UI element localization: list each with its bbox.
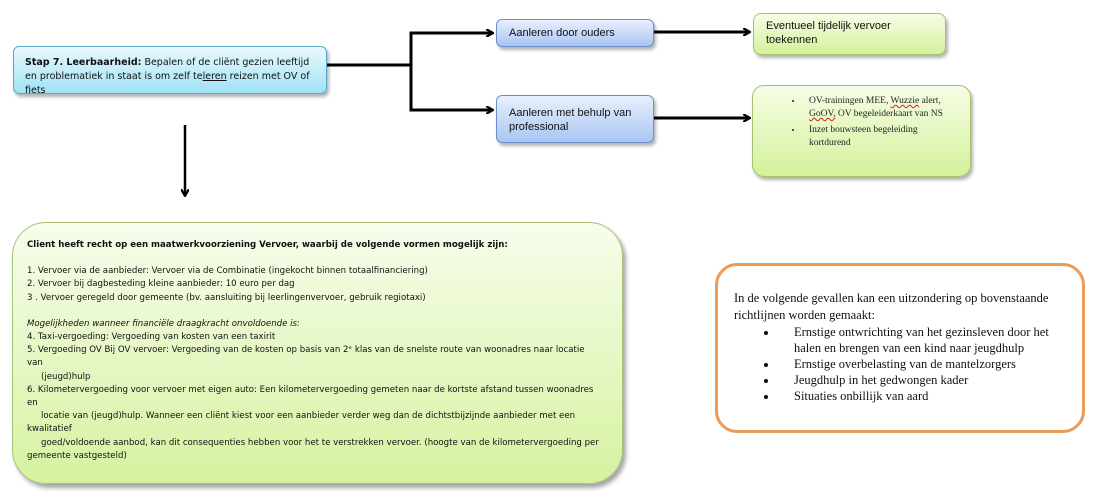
maatwerk-line: gemeente vastgesteld) — [27, 450, 127, 461]
maatwerk-line: 6. Kilometervergoeding voor vervoer met … — [27, 384, 594, 395]
maatwerk-title: Client heeft recht op een maatwerkvoorzi… — [27, 240, 508, 250]
maatwerk-line: goed/voldoende aanbod, kan dit consequen… — [41, 437, 599, 448]
outcome-ouders-text: Eventueel tijdelijk vervoer toekennen — [766, 20, 891, 46]
maatwerk-item: 1. Vervoer via de aanbieder: Vervoer via… — [27, 266, 428, 277]
maatwerk-line: 5. Vergoeding OV Bij OV vervoer: Vergoed… — [27, 345, 585, 356]
maatwerk-line: van — [27, 358, 43, 369]
step7-text-before: Bepalen of de cliënt gezien leeftijd en … — [25, 57, 310, 82]
uitzondering-list: Ernstige ontwrichting van het gezinsleve… — [734, 324, 1066, 404]
branch-ouders-label: Aanleren door ouders — [509, 27, 615, 39]
step7-label: Stap 7. Leerbaarheid: — [25, 57, 142, 68]
item-text: Inzet bouwsteen begeleiding kortdurend — [809, 125, 918, 148]
step7-text-after: reizen met OV of fiets — [25, 71, 310, 96]
spellcheck-word: GoOV, — [809, 109, 836, 119]
uitzondering-intro: In de volgende gevallen kan een uitzonde… — [734, 291, 1049, 322]
item-text: OV begeleiderkaart van NS — [835, 109, 943, 119]
uitzondering-item: Situaties onbillijk van aard — [778, 388, 1066, 404]
uitzondering-item: Ernstige overbelasting van de mantelzorg… — [778, 356, 1066, 372]
item-text: alert, — [919, 96, 941, 106]
outcome-professional: OV-trainingen MEE, Wuzzie alert, GoOV, O… — [752, 85, 971, 177]
outcome-professional-list: OV-trainingen MEE, Wuzzie alert, GoOV, O… — [783, 95, 960, 150]
outcome-professional-item: OV-trainingen MEE, Wuzzie alert, GoOV, O… — [803, 95, 960, 121]
step7-box: Stap 7. Leerbaarheid: Bepalen of de clië… — [13, 46, 327, 96]
maatwerk-box: Client heeft recht op een maatwerkvoorzi… — [12, 222, 623, 484]
item-text: OV-trainingen MEE, — [809, 96, 891, 106]
maatwerk-item: 2. Vervoer bij dagbesteding kleine aanbi… — [27, 279, 295, 290]
spellcheck-word: Wuzzie — [890, 96, 920, 106]
outcome-professional-item: Inzet bouwsteen begeleiding kortdurend — [803, 124, 960, 150]
maatwerk-line: kwalitatief — [27, 424, 72, 435]
maatwerk-line: (jeugd)hulp — [41, 371, 91, 382]
connector-to-ouders — [409, 33, 492, 65]
maatwerk-line: en — [27, 398, 38, 409]
maatwerk-item: 3 . Vervoer geregeld door gemeente (bv. … — [27, 292, 426, 303]
uitzondering-item: Jeugdhulp in het gedwongen kader — [778, 372, 1066, 388]
step7-underlined: leren — [202, 71, 227, 82]
uitzondering-item: Ernstige ontwrichting van het gezinsleve… — [778, 324, 1066, 356]
uitzondering-box: In de volgende gevallen kan een uitzonde… — [715, 263, 1085, 433]
maatwerk-line: 4. Taxi-vergoeding: Vergoeding van koste… — [27, 332, 276, 343]
branch-professional: Aanleren met behulp van professional — [496, 95, 654, 143]
branch-professional-label: Aanleren met behulp van professional — [509, 107, 632, 133]
outcome-ouders: Eventueel tijdelijk vervoer toekennen — [753, 13, 946, 55]
branch-ouders: Aanleren door ouders — [496, 19, 654, 47]
connector-to-professional — [409, 65, 492, 110]
maatwerk-subheading: Mogelijkheden wanneer financiële draagkr… — [27, 318, 300, 329]
maatwerk-line: locatie van (jeugd)hulp. Wanneer een cli… — [41, 411, 576, 422]
